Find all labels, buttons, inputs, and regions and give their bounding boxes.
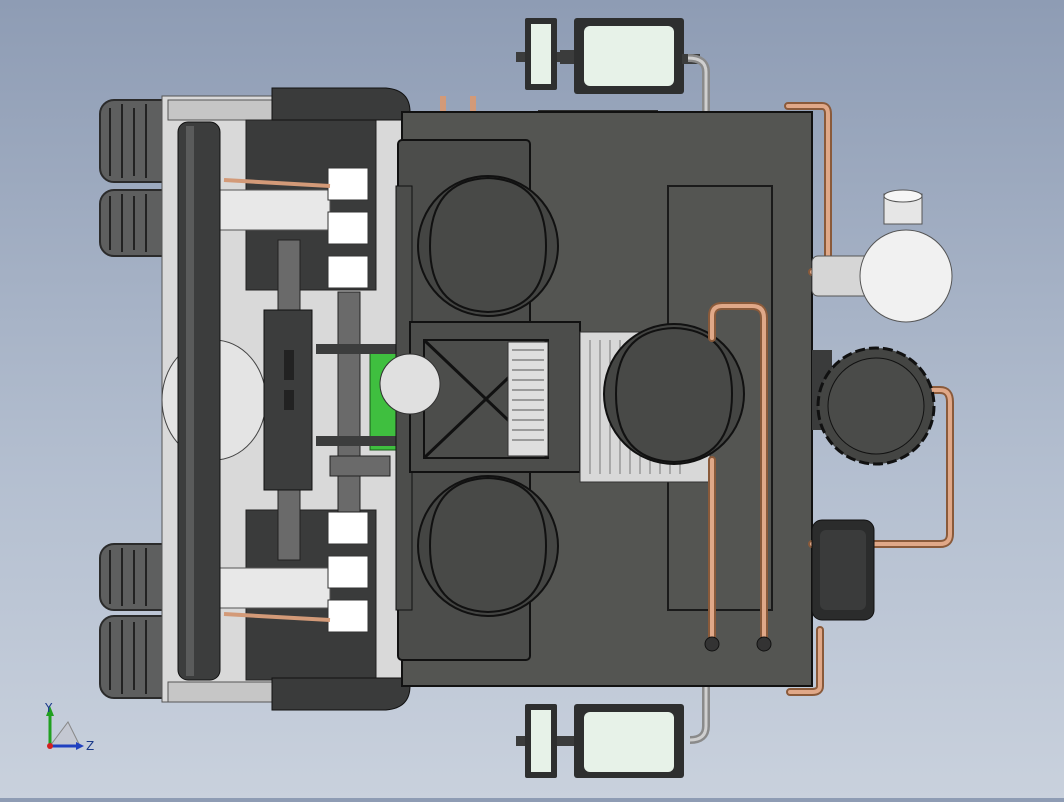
- spare-wheel: [816, 346, 936, 466]
- top-mirror-assembly: [516, 18, 710, 116]
- axis-y-label: Y: [44, 701, 53, 715]
- front-rail: [177, 121, 221, 681]
- fuel-tanks: [417, 175, 745, 617]
- copper-piping: [704, 102, 954, 696]
- axis-z-label: Z: [86, 739, 94, 753]
- axis-triad: Y Z: [40, 700, 100, 760]
- exhaust-assembly: [811, 189, 953, 430]
- air-filter: [811, 519, 875, 621]
- bottom-mirror-assembly: [516, 684, 710, 778]
